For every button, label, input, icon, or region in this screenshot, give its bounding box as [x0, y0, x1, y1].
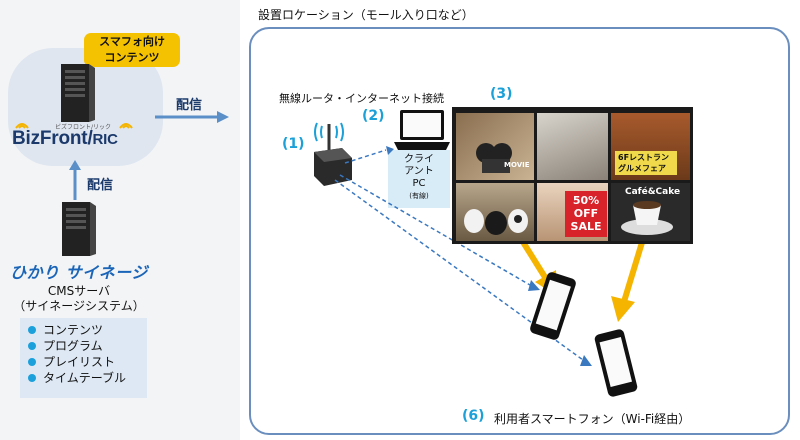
- restaurant-tile: 6Fレストラン グルメフェア: [611, 113, 690, 180]
- client-pc-line4: (有線): [409, 192, 429, 200]
- step-2-label: (2): [362, 108, 385, 124]
- list-item: プログラム: [28, 338, 147, 354]
- dogs-tile: [456, 183, 534, 241]
- brand-subtitle: ビズフロント/リック: [55, 124, 112, 131]
- deliver-up-label: 配信: [87, 178, 114, 193]
- books-tile: [537, 113, 608, 180]
- smartphone-content-badge: スマフォ向け コンテンツ: [84, 33, 180, 67]
- sale-badge: 50% OFF SALE: [565, 191, 607, 237]
- sale-line3: SALE: [570, 220, 602, 233]
- bizfront-logo: BizFront/RIC: [12, 128, 118, 149]
- bizfront-server-icon: [61, 64, 95, 122]
- cms-server-icon: [62, 202, 96, 256]
- router-label: 無線ルータ・インターネット接続: [279, 92, 444, 105]
- cms-server-sublabel: （サイネージシステム）: [13, 299, 145, 313]
- restaurant-line2: グルメフェア: [618, 164, 666, 173]
- cms-server-label: CMSサーバ: [47, 284, 111, 298]
- restaurant-banner: 6Fレストラン グルメフェア: [615, 151, 677, 175]
- cafe-tile: Café&Cake: [611, 183, 690, 241]
- brand-name: BizFront: [12, 128, 88, 149]
- client-pc-label: クライ アント PC (有線): [388, 150, 450, 208]
- arrow-up-icon: [69, 160, 81, 200]
- wifi-icon-right: [119, 123, 133, 129]
- movie-tile: MOVIE: [456, 113, 534, 180]
- client-pc-line1: クライ: [404, 154, 434, 165]
- badge-line1: スマフォ向け: [99, 35, 165, 48]
- sale-line1: 50%: [572, 194, 600, 207]
- step-1-label: (1): [282, 136, 305, 152]
- hikari-signage-logo: ひかり サイネージ: [10, 263, 148, 282]
- step-3-label: (3): [490, 86, 513, 102]
- list-item: タイムテーブル: [28, 370, 147, 386]
- laptop-icon: [394, 110, 450, 150]
- smartphone-icon: [530, 272, 576, 340]
- client-pc-line2: アント: [404, 166, 434, 177]
- brand-suffix: RIC: [92, 131, 118, 148]
- location-frame: [249, 27, 790, 435]
- sale-tile: 50% OFF SALE: [537, 183, 608, 241]
- restaurant-line1: 6Fレストラン: [618, 153, 670, 162]
- smartphone-label: 利用者スマートフォン（Wi-Fi経由）: [494, 412, 691, 426]
- client-pc-line3: PC: [412, 178, 426, 189]
- arrow-right-icon: [155, 111, 229, 123]
- deliver-right-label: 配信: [176, 98, 203, 113]
- sale-line2: OFF: [573, 207, 599, 220]
- signage-screen: MOVIE 6Fレストラン グルメフェア 50% OFF SALE Café&C…: [452, 107, 693, 244]
- smartphone-icon: [594, 329, 638, 397]
- dogs-icon: [464, 209, 528, 235]
- movie-text: MOVIE: [504, 161, 530, 169]
- list-item: コンテンツ: [28, 322, 147, 338]
- badge-line2: コンテンツ: [104, 51, 160, 64]
- wifi-icon-left: [15, 123, 29, 129]
- list-item: プレイリスト: [28, 354, 147, 370]
- cms-feature-list: コンテンツ プログラム プレイリスト タイムテーブル: [20, 318, 147, 398]
- cafe-text: Café&Cake: [625, 187, 681, 197]
- step-6-label: (6): [462, 408, 485, 424]
- movie-camera-icon: [476, 143, 512, 173]
- coffee-cup-icon: [621, 201, 673, 235]
- location-title: 設置ロケーション（モール入り口など）: [258, 8, 474, 22]
